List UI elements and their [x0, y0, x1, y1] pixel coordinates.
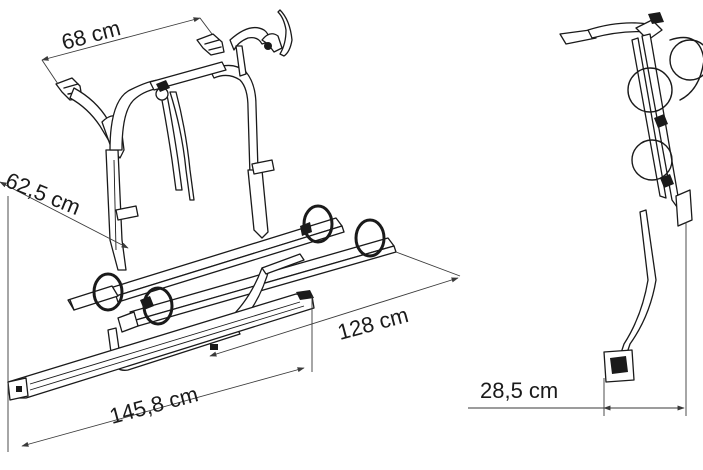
dimension-label-width-top: 68 cm	[59, 15, 123, 55]
top-right-mount-bracket	[196, 33, 225, 56]
wheel-holder-loops	[92, 204, 386, 326]
dimension-label-side-depth: 28,5 cm	[480, 378, 558, 403]
top-crossbar	[149, 61, 227, 91]
right-upright-frame	[209, 26, 270, 239]
bike-rail-upper	[67, 217, 345, 311]
dimension-side-depth: 28,5 cm	[468, 222, 687, 416]
hanging-straps	[155, 9, 293, 201]
dimension-label-depth: 62,5 cm	[2, 167, 84, 219]
bike-rack-side-view	[559, 12, 703, 383]
dimension-label-overall-width: 145,8 cm	[107, 381, 201, 429]
left-upright-frame	[101, 79, 161, 271]
dimension-label-rail-length: 128 cm	[335, 302, 411, 345]
